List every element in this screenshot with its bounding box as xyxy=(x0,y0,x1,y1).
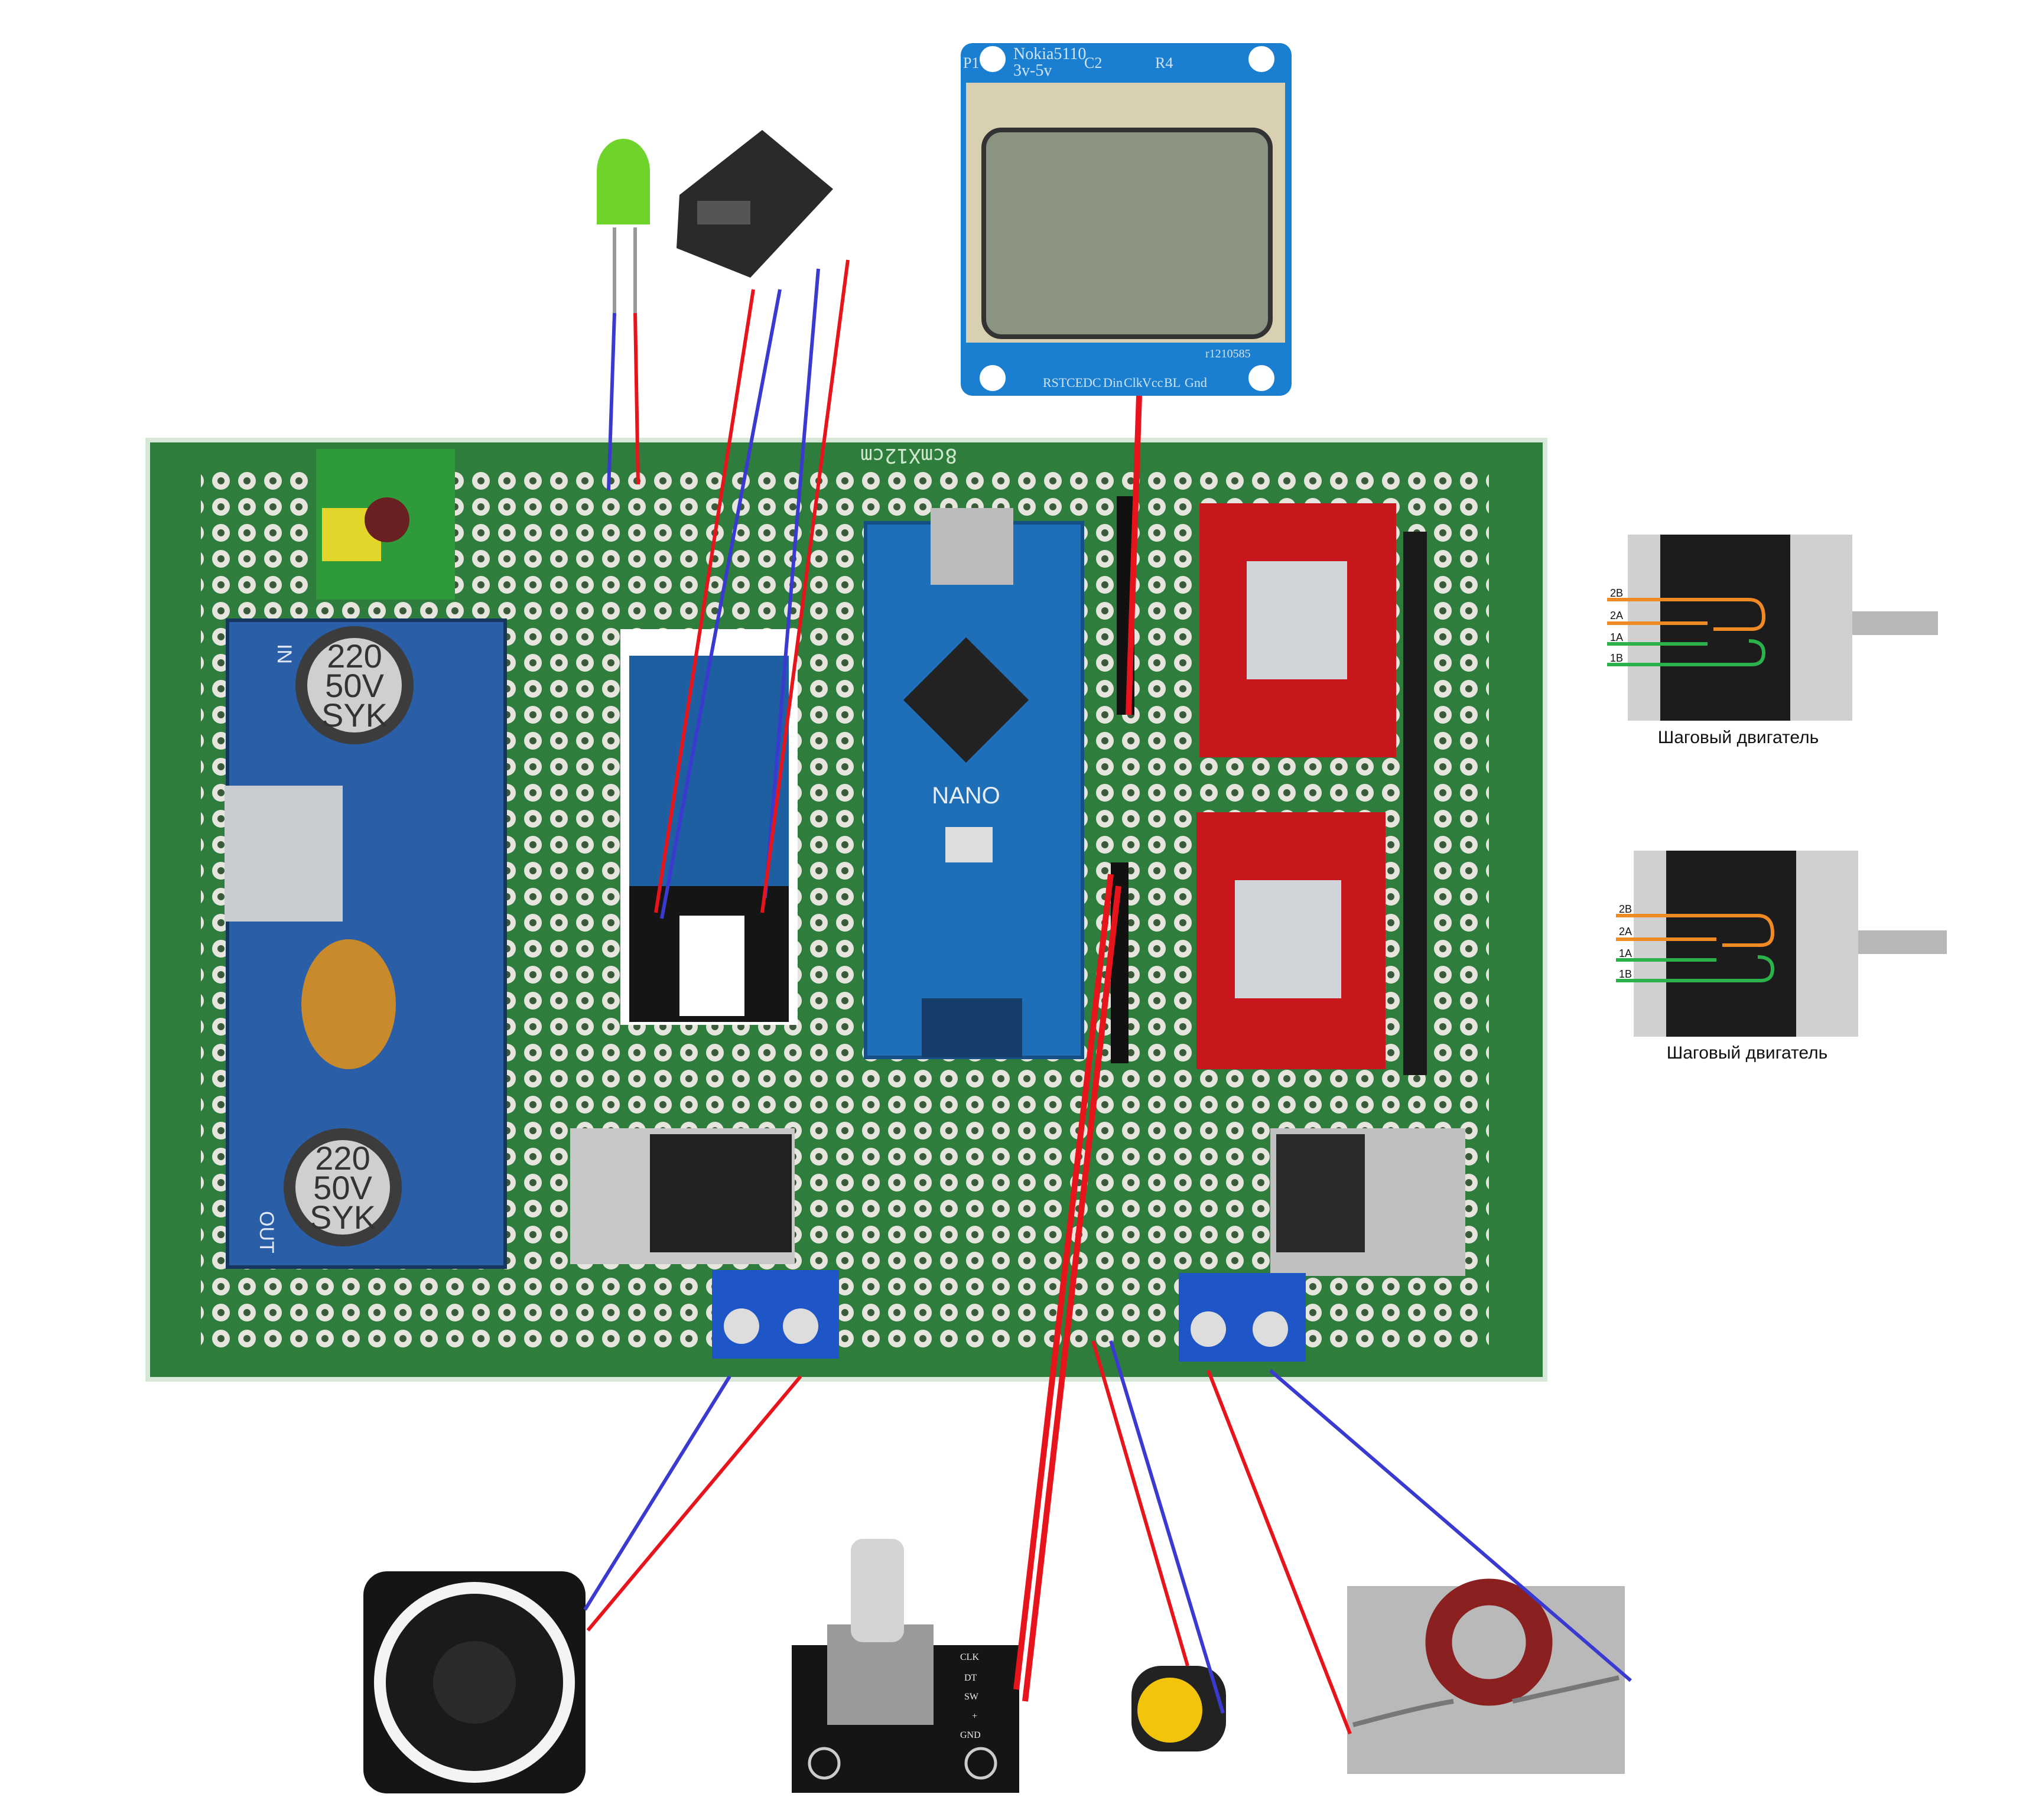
svg-text:NANO: NANO xyxy=(932,783,1000,809)
buck-converter-module: 220 50V SYK 220 50V SYK IN OUT xyxy=(225,618,507,1269)
svg-text:SW: SW xyxy=(964,1692,979,1702)
wire-label-1b: 1B xyxy=(1619,968,1632,980)
svg-text:GND: GND xyxy=(960,1730,981,1740)
svg-text:220: 220 xyxy=(315,1139,370,1177)
nokia-pin-labels: RST CE DC Din Clk Vcc BL Gnd xyxy=(1043,375,1207,390)
svg-text:OUT: OUT xyxy=(255,1211,278,1254)
svg-text:CE: CE xyxy=(1066,375,1083,390)
svg-text:SYK: SYK xyxy=(310,1199,376,1236)
svg-text:Vcc: Vcc xyxy=(1142,375,1163,390)
wire-label-2b: 2B xyxy=(1610,587,1623,599)
board-size-label: 8cmX12cm xyxy=(860,444,957,467)
svg-text:DT: DT xyxy=(964,1673,977,1683)
svg-text:Gnd: Gnd xyxy=(1185,375,1207,390)
svg-text:50V: 50V xyxy=(313,1169,372,1206)
stepper-motor-1 xyxy=(1607,535,1938,721)
optical-interrupter xyxy=(677,130,833,278)
cooling-fan xyxy=(363,1571,586,1793)
stepper-motor-2 xyxy=(1616,851,1947,1037)
stepper-driver-2 xyxy=(1196,812,1386,1069)
svg-text:RST: RST xyxy=(1043,375,1067,390)
wire-label-1a: 1A xyxy=(1610,631,1623,643)
wire-label-1b: 1B xyxy=(1610,652,1623,664)
toroid-coil xyxy=(1347,1578,1625,1774)
wires xyxy=(583,259,1632,1735)
push-button xyxy=(1131,1666,1226,1751)
svg-text:SYK: SYK xyxy=(321,696,388,734)
inductor-coil xyxy=(301,939,396,1069)
svg-text:R4: R4 xyxy=(1155,54,1173,71)
svg-text:DC: DC xyxy=(1083,375,1101,390)
svg-text:CLK: CLK xyxy=(960,1652,979,1662)
svg-text:+: + xyxy=(972,1711,977,1721)
stepper-motor-2-label: Шаговый двигатель xyxy=(1667,1043,1827,1063)
stepper-driver-1 xyxy=(1199,503,1396,757)
svg-text:P1: P1 xyxy=(963,54,979,71)
svg-text:r1210585: r1210585 xyxy=(1205,347,1251,360)
wire-label-2a: 2A xyxy=(1619,926,1632,937)
svg-text:50V: 50V xyxy=(325,667,384,704)
svg-text:Nokia5110: Nokia5110 xyxy=(1013,45,1086,63)
optical-sensor-module xyxy=(620,629,798,1025)
nokia5110-display: P1 Nokia5110 3v-5v C2 R4 r1210585 RST CE… xyxy=(961,43,1292,396)
svg-text:Din: Din xyxy=(1103,375,1123,390)
svg-text:Clk: Clk xyxy=(1124,375,1143,390)
svg-text:220: 220 xyxy=(327,637,382,675)
svg-text:3v-5v: 3v-5v xyxy=(1013,61,1052,80)
arduino-nano: NANO xyxy=(864,508,1084,1059)
green-led xyxy=(597,139,650,313)
wire-label-2a: 2A xyxy=(1610,610,1623,621)
svg-text:C2: C2 xyxy=(1084,54,1102,71)
wire-label-2b: 2B xyxy=(1619,903,1632,915)
stepper-motor-1-label: Шаговый двигатель xyxy=(1658,728,1819,747)
svg-text:IN: IN xyxy=(273,644,295,664)
wire-label-1a: 1A xyxy=(1619,948,1632,959)
svg-text:BL: BL xyxy=(1164,375,1181,390)
lcd-screen xyxy=(981,128,1273,339)
rotary-encoder: CLK DT SW + GND xyxy=(792,1539,1019,1793)
